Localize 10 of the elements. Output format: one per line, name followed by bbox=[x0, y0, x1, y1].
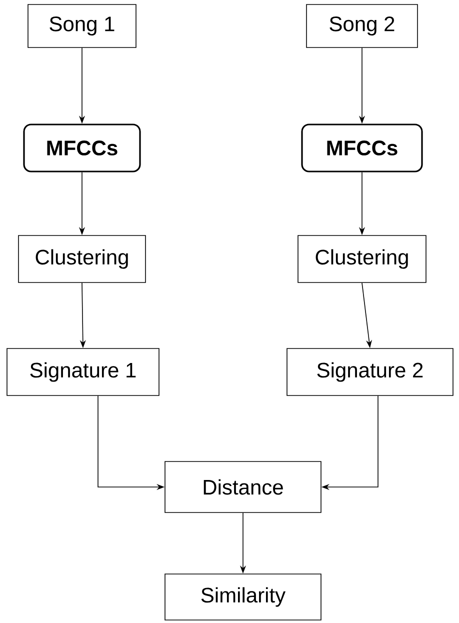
rounded-box: MFCCs bbox=[301, 124, 423, 172]
process-box: Signature 1 bbox=[6, 348, 160, 396]
process-box: Distance bbox=[164, 461, 322, 513]
process-box: Similarity bbox=[164, 574, 322, 620]
process-box: Song 2 bbox=[306, 4, 418, 48]
rounded-box: MFCCs bbox=[23, 124, 141, 172]
process-box: Clustering bbox=[298, 235, 426, 283]
process-box: Song 1 bbox=[28, 4, 136, 48]
process-box: Clustering bbox=[18, 235, 146, 283]
process-box: Signature 2 bbox=[286, 348, 454, 396]
